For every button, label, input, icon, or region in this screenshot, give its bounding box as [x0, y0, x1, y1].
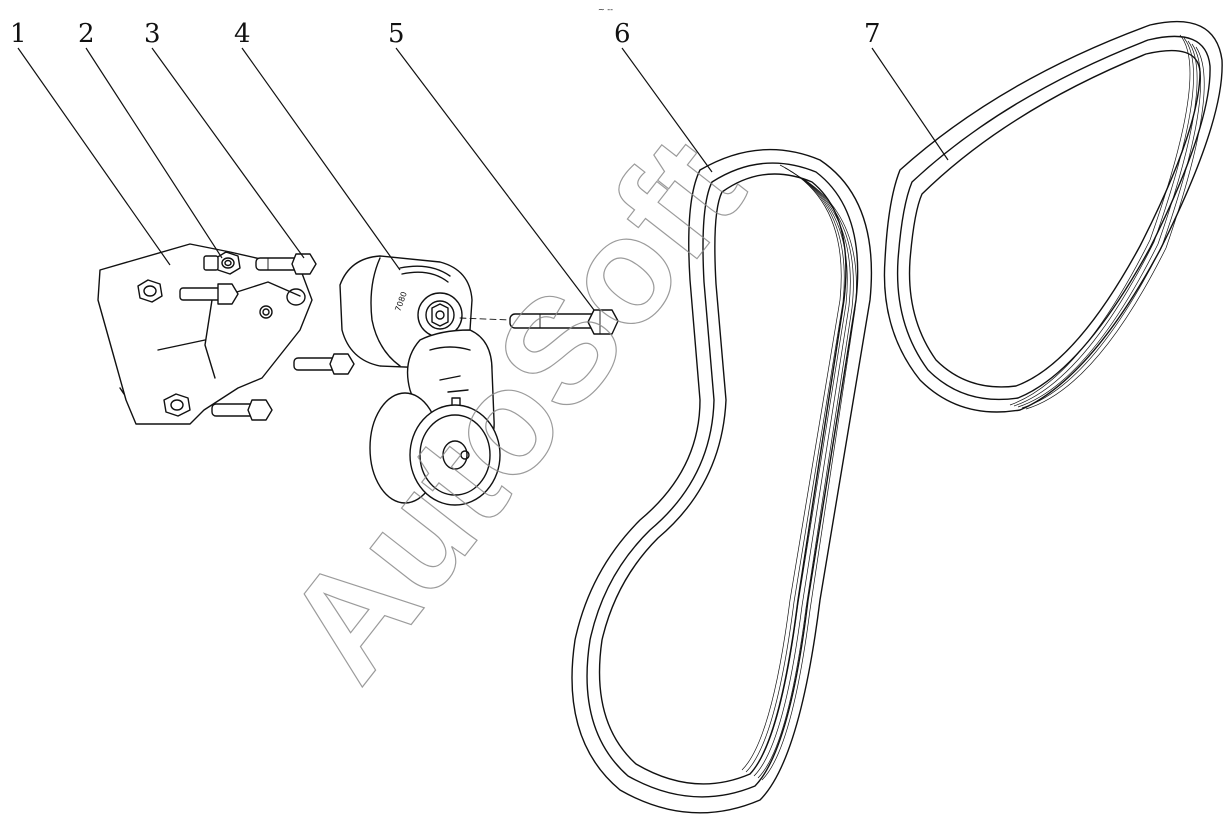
leader-line-3: [151, 47, 305, 259]
drive-belt-small: [883, 20, 1223, 413]
leader-line-1: [17, 47, 171, 266]
bolt-middle: [293, 353, 355, 375]
tensioner-bracket: [97, 243, 313, 425]
top-mark: ~ --: [598, 5, 613, 14]
callout-7: 7: [864, 19, 881, 49]
belt-tensioner: 7080: [339, 255, 501, 506]
bracket-nut-top: [137, 279, 163, 303]
nut: [203, 251, 241, 275]
leader-line-2: [85, 47, 223, 259]
callout-4: 4: [234, 19, 251, 49]
bracket-nut-bottom: [163, 393, 191, 417]
callout-1: 1: [10, 19, 27, 49]
callout-3: 3: [144, 19, 161, 49]
leader-line-6: [621, 47, 713, 173]
watermark: AutoSoft: [253, 107, 775, 709]
callout-6: 6: [614, 19, 631, 49]
leader-line-5: [395, 47, 595, 311]
bolt: [255, 253, 317, 275]
callout-2: 2: [78, 19, 95, 49]
leader-line-7: [871, 47, 949, 161]
tensioner-bolt: [459, 309, 619, 335]
bolt-lower: [211, 399, 273, 421]
bracket-bolt: [179, 283, 239, 305]
callout-5: 5: [388, 19, 405, 49]
leader-line-4: [241, 47, 401, 271]
drive-belt-large: [571, 148, 873, 814]
